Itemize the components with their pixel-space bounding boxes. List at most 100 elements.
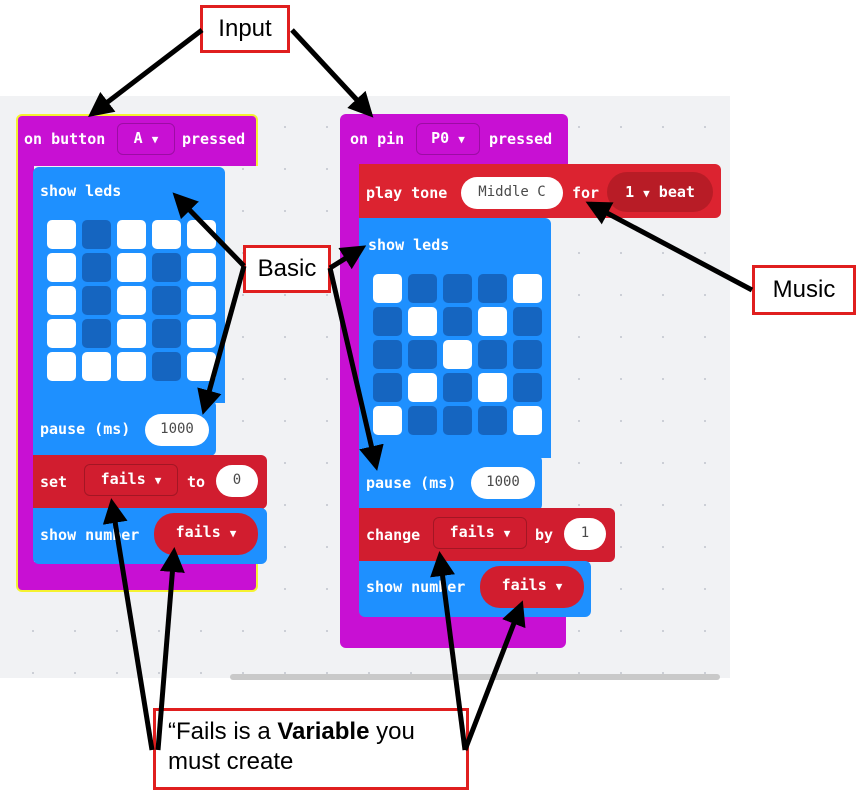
variable-name: fails <box>100 470 146 488</box>
led-off[interactable] <box>408 340 437 369</box>
variable-name: fails <box>449 523 495 541</box>
led-off[interactable] <box>82 286 111 315</box>
led-off[interactable] <box>443 406 472 435</box>
show-leds-label: show leds <box>368 236 450 254</box>
button-dropdown[interactable]: A ▼ <box>117 123 175 155</box>
variable-dropdown[interactable]: fails ▼ <box>84 464 178 496</box>
led-on[interactable] <box>47 220 76 249</box>
led-on[interactable] <box>187 286 216 315</box>
led-off[interactable] <box>513 340 542 369</box>
led-off[interactable] <box>408 274 437 303</box>
show-number-label: show number <box>366 578 466 596</box>
led-off[interactable] <box>373 373 402 402</box>
led-off[interactable] <box>443 373 472 402</box>
pressed-label: pressed <box>489 130 553 148</box>
led-off[interactable] <box>152 319 181 348</box>
beat-dropdown[interactable]: 1 ▼ beat <box>607 172 713 212</box>
callout-basic: Basic <box>243 245 331 293</box>
led-on[interactable] <box>408 307 437 336</box>
arrow-basic-to-pause <box>197 265 247 415</box>
led-on[interactable] <box>152 220 181 249</box>
change-value-input[interactable]: 1 <box>564 518 606 550</box>
chevron-down-icon: ▼ <box>503 527 511 540</box>
led-on[interactable] <box>47 286 76 315</box>
led-grid <box>373 274 542 435</box>
led-on[interactable] <box>82 352 111 381</box>
led-on[interactable] <box>373 274 402 303</box>
led-off[interactable] <box>443 307 472 336</box>
led-on[interactable] <box>187 319 216 348</box>
led-off[interactable] <box>82 220 111 249</box>
pin-value: P0 <box>431 129 450 147</box>
led-off[interactable] <box>82 253 111 282</box>
led-off[interactable] <box>478 406 507 435</box>
arrow-basic-to-show-leds-2 <box>328 245 367 271</box>
led-on[interactable] <box>408 373 437 402</box>
led-off[interactable] <box>373 307 402 336</box>
led-on[interactable] <box>117 352 146 381</box>
arrow-input-to-button-event <box>88 28 204 118</box>
tone-note-input[interactable]: Middle C <box>461 177 563 209</box>
led-on[interactable] <box>187 253 216 282</box>
led-on[interactable] <box>443 340 472 369</box>
led-on[interactable] <box>47 352 76 381</box>
led-off[interactable] <box>82 319 111 348</box>
led-on[interactable] <box>373 406 402 435</box>
on-button-label: on button <box>24 130 106 148</box>
pause-value-input[interactable]: 1000 <box>471 467 535 499</box>
led-on[interactable] <box>117 253 146 282</box>
callout-text: you <box>369 718 415 745</box>
chevron-down-icon: ▼ <box>151 133 159 146</box>
led-off[interactable] <box>373 340 402 369</box>
led-off[interactable] <box>152 352 181 381</box>
led-off[interactable] <box>152 286 181 315</box>
callout-variable: “Fails is a Variable you must create <box>153 708 469 790</box>
variable-name: fails <box>501 576 547 594</box>
arrow-variable-to-change <box>430 551 468 751</box>
led-on[interactable] <box>117 286 146 315</box>
callout-variable-line2: must create <box>168 748 294 775</box>
callout-music-text: Music <box>772 276 836 303</box>
led-on[interactable] <box>478 307 507 336</box>
led-on[interactable] <box>478 373 507 402</box>
callout-input: Input <box>200 5 290 53</box>
chevron-down-icon: ▼ <box>154 474 162 487</box>
pressed-label: pressed <box>182 130 246 148</box>
event-block-on-button[interactable] <box>16 114 258 166</box>
led-off[interactable] <box>152 253 181 282</box>
led-off[interactable] <box>408 406 437 435</box>
pause-label: pause (ms) <box>366 474 457 492</box>
led-on[interactable] <box>513 274 542 303</box>
variable-reporter[interactable]: fails ▼ <box>480 566 584 608</box>
arrow-variable-to-set <box>102 498 155 751</box>
variable-name: fails <box>175 523 221 541</box>
callout-text: “Fails is a <box>168 718 278 745</box>
led-on[interactable] <box>117 220 146 249</box>
event-block-on-pin[interactable] <box>340 114 568 166</box>
show-leds-label: show leds <box>40 182 122 200</box>
set-value-input[interactable]: 0 <box>216 465 258 497</box>
callout-music: Music <box>752 265 856 315</box>
variable-dropdown[interactable]: fails ▼ <box>433 517 527 549</box>
led-on[interactable] <box>513 406 542 435</box>
arrow-basic-to-pause-2 <box>327 267 384 471</box>
pin-dropdown[interactable]: P0 ▼ <box>416 123 480 155</box>
event-block-footer <box>16 562 258 592</box>
arrow-variable-to-show-number <box>155 547 185 751</box>
led-on[interactable] <box>47 253 76 282</box>
chevron-down-icon: ▼ <box>643 187 650 200</box>
play-tone-label: play tone <box>366 184 448 202</box>
arrow-variable-to-show-number-2 <box>462 600 526 751</box>
led-on[interactable] <box>47 319 76 348</box>
led-off[interactable] <box>478 340 507 369</box>
led-off[interactable] <box>513 373 542 402</box>
led-on[interactable] <box>117 319 146 348</box>
horizontal-scrollbar[interactable] <box>230 674 720 680</box>
led-off[interactable] <box>513 307 542 336</box>
set-label: set <box>40 473 68 491</box>
led-off[interactable] <box>443 274 472 303</box>
led-grid <box>47 220 216 381</box>
led-off[interactable] <box>478 274 507 303</box>
pause-value-input[interactable]: 1000 <box>145 414 209 446</box>
